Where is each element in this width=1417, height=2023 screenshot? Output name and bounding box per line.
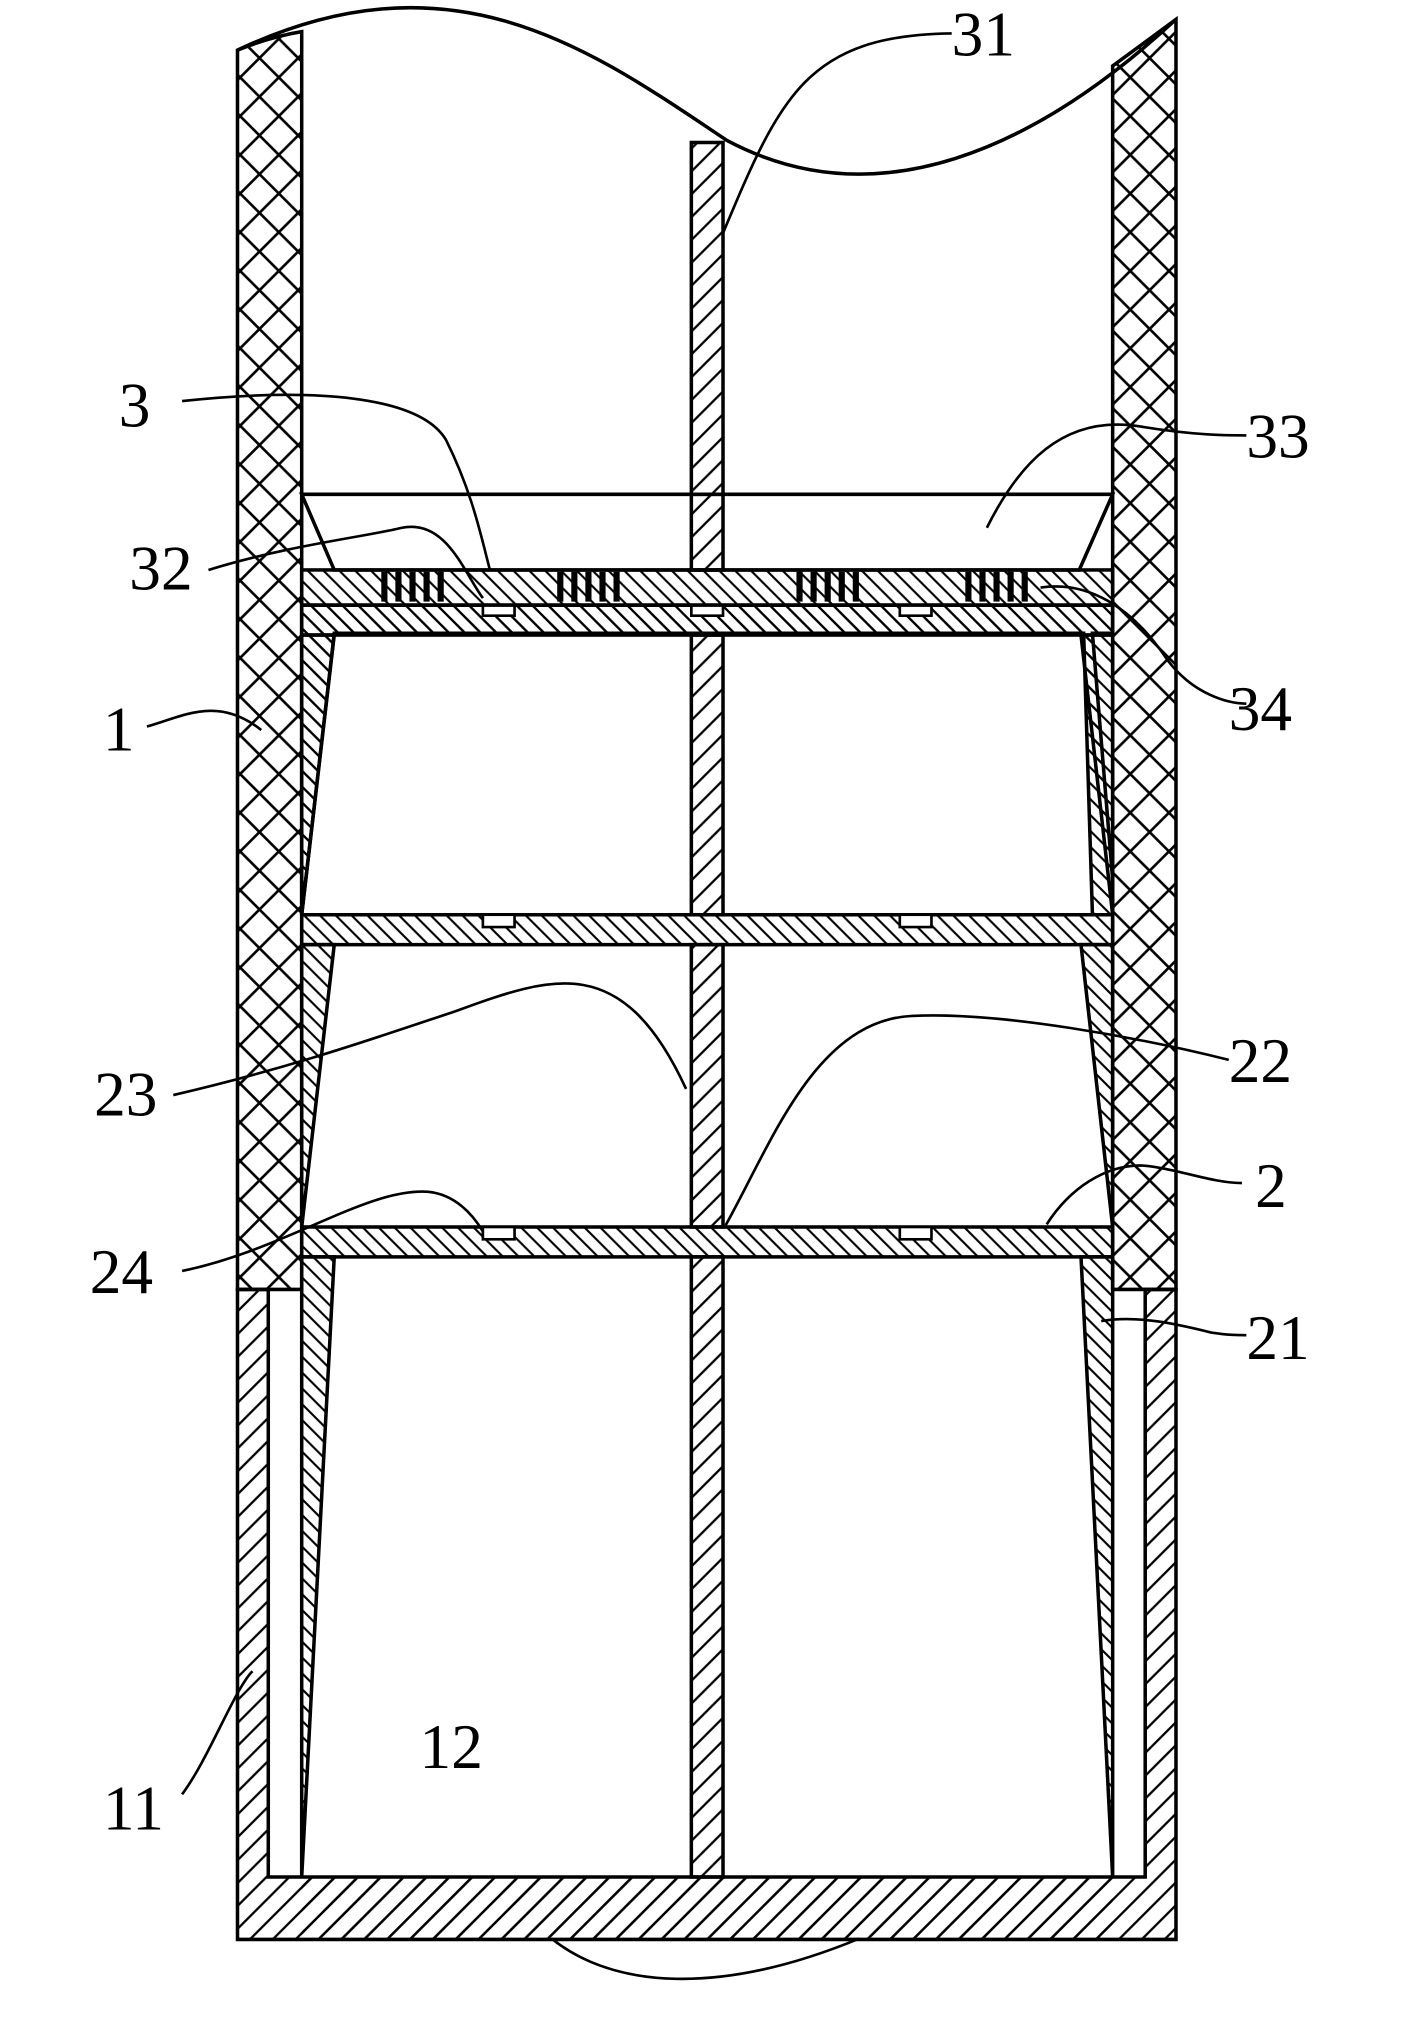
leader-22 [724, 1014, 1230, 1226]
shelf-top [299, 603, 1115, 917]
label-11: 11 [103, 1773, 164, 1843]
label-33: 33 [1246, 401, 1309, 471]
label-34: 34 [1229, 674, 1292, 744]
leader-33 [985, 423, 1247, 529]
bottom-cup-walls [235, 1287, 1178, 1942]
leader-2 [1045, 1164, 1242, 1226]
figure-content: 31 3 33 32 1 34 23 22 2 24 21 11 12 [90, 0, 1310, 1981]
leader-12 [550, 1937, 860, 1981]
leader-32 [208, 525, 484, 599]
shelf-bottom [299, 1225, 1115, 1878]
leader-11 [181, 1670, 254, 1796]
label-12: 12 [420, 1712, 483, 1782]
label-32: 32 [129, 533, 192, 603]
label-22: 22 [1229, 1026, 1292, 1096]
label-1: 1 [103, 694, 135, 764]
labels: 31 3 33 32 1 34 23 22 2 24 21 11 12 [90, 0, 1310, 1843]
central-rod [689, 140, 725, 1879]
break-line [236, 5, 1178, 176]
leader-31 [721, 32, 952, 234]
leader-34 [1040, 585, 1247, 705]
top-plate [299, 492, 1116, 607]
label-21: 21 [1246, 1303, 1309, 1373]
label-23: 23 [94, 1059, 157, 1129]
label-24: 24 [90, 1237, 153, 1307]
outer-wall-right [1110, 15, 1178, 1292]
leader-lines [146, 32, 1247, 1981]
plate-3 [299, 568, 1115, 607]
outer-wall-left [235, 29, 304, 1292]
bristles-34 [381, 571, 1028, 602]
label-2: 2 [1255, 1151, 1287, 1221]
bottom-base [301, 1876, 1113, 1939]
leader-1 [146, 709, 263, 732]
leader-3 [181, 393, 492, 571]
shelf-middle [299, 912, 1115, 1228]
leader-21 [1100, 1317, 1247, 1337]
label-3: 3 [119, 371, 151, 441]
leader-24 [181, 1190, 485, 1273]
label-31: 31 [952, 0, 1015, 69]
leader-23 [172, 982, 688, 1097]
